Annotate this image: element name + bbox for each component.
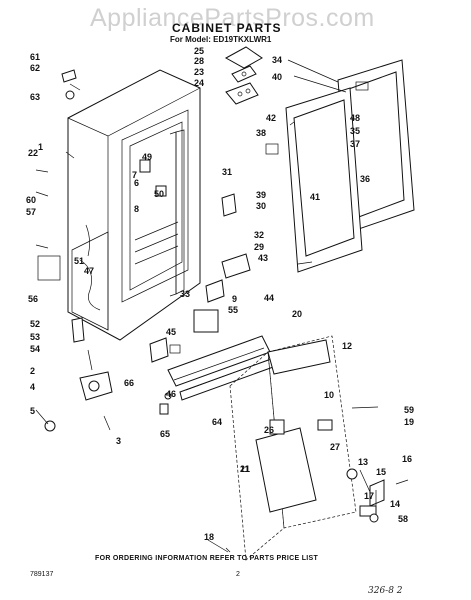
callout-51: 51 (74, 256, 84, 266)
callout-2: 2 (30, 366, 35, 376)
ordering-note: FOR ORDERING INFORMATION REFER TO PARTS … (95, 555, 319, 562)
crisper-cover-assembly (167, 309, 277, 401)
top-hinge-assembly (224, 46, 263, 105)
callout-19: 19 (404, 417, 414, 427)
callout-32: 32 (254, 230, 264, 240)
lower-door-outline (229, 335, 357, 561)
callout-11: 11 (240, 464, 250, 474)
callout-49: 49 (142, 152, 152, 162)
watermark-text: AppliancePartsPros.com (90, 4, 375, 32)
callout-28: 28 (194, 56, 204, 66)
callout-54: 54 (30, 344, 40, 354)
callout-25: 25 (194, 46, 204, 56)
callout-6: 6 (134, 178, 139, 188)
bottom-right-hardware (346, 468, 409, 523)
callout-20: 20 (292, 309, 302, 319)
callout-58: 58 (398, 514, 408, 524)
callout-40: 40 (272, 72, 282, 82)
cabinet-shell (37, 69, 201, 341)
callout-44: 44 (264, 293, 274, 303)
door-liner-frames (265, 59, 415, 273)
callout-13: 13 (358, 457, 368, 467)
callout-9: 9 (232, 294, 237, 304)
callout-labels: 1 2 3 4 5 6 7 8 9 10 11 12 13 14 15 16 1… (26, 46, 414, 542)
callout-45: 45 (166, 327, 176, 337)
callout-17: 17 (364, 491, 374, 501)
callout-8: 8 (134, 204, 139, 214)
callout-24: 24 (194, 78, 204, 88)
callout-55: 55 (228, 305, 238, 315)
callout-36: 36 (360, 174, 370, 184)
callout-66: 66 (124, 378, 134, 388)
callout-62: 62 (30, 63, 40, 73)
callout-52: 52 (30, 319, 40, 329)
document-number: 789137 (30, 571, 54, 578)
callout-35: 35 (350, 126, 360, 136)
callout-14: 14 (390, 499, 400, 509)
callout-31: 31 (222, 167, 232, 177)
callout-30: 30 (256, 201, 266, 211)
model-line: For Model: ED19TKXLWR1 (170, 35, 272, 44)
callout-46: 46 (166, 389, 176, 399)
callout-65: 65 (160, 429, 170, 439)
callout-43: 43 (258, 253, 268, 263)
callout-15: 15 (376, 467, 386, 477)
callout-23: 23 (194, 67, 204, 77)
callout-47: 47 (84, 266, 94, 276)
handwritten-note: 326-8 2 (368, 586, 403, 596)
callout-34: 34 (272, 55, 282, 65)
page-number: 2 (236, 571, 240, 578)
callout-12: 12 (342, 341, 352, 351)
callout-64: 64 (212, 417, 222, 427)
left-hardware (35, 69, 113, 432)
leader-lines (65, 59, 379, 553)
callout-16: 16 (402, 454, 412, 464)
callout-60: 60 (26, 195, 36, 205)
callout-27: 27 (330, 442, 340, 452)
callout-1: 1 (38, 142, 43, 152)
callout-5: 5 (30, 406, 35, 416)
callout-22: 22 (28, 148, 38, 158)
callout-7: 7 (132, 170, 137, 180)
cabinet-hardware (139, 159, 251, 415)
callout-37: 37 (350, 139, 360, 149)
callout-48: 48 (350, 113, 360, 123)
callout-38: 38 (256, 128, 266, 138)
callout-29: 29 (254, 242, 264, 252)
diagram-title: CABINET PARTS (172, 21, 282, 35)
callout-26: 26 (264, 425, 274, 435)
callout-33: 33 (180, 289, 190, 299)
callout-53: 53 (30, 332, 40, 342)
callout-10: 10 (324, 390, 334, 400)
callout-21: 21 (240, 464, 250, 474)
callout-39: 39 (256, 190, 266, 200)
callout-61: 61 (30, 52, 40, 62)
callout-18: 18 (204, 532, 214, 542)
callout-42: 42 (266, 113, 276, 123)
callout-50: 50 (154, 189, 164, 199)
callout-4: 4 (30, 382, 35, 392)
callout-3: 3 (116, 436, 121, 446)
callout-41: 41 (310, 192, 320, 202)
callout-63: 63 (30, 92, 40, 102)
callout-59: 59 (404, 405, 414, 415)
callout-57: 57 (26, 207, 36, 217)
callout-56: 56 (28, 294, 38, 304)
